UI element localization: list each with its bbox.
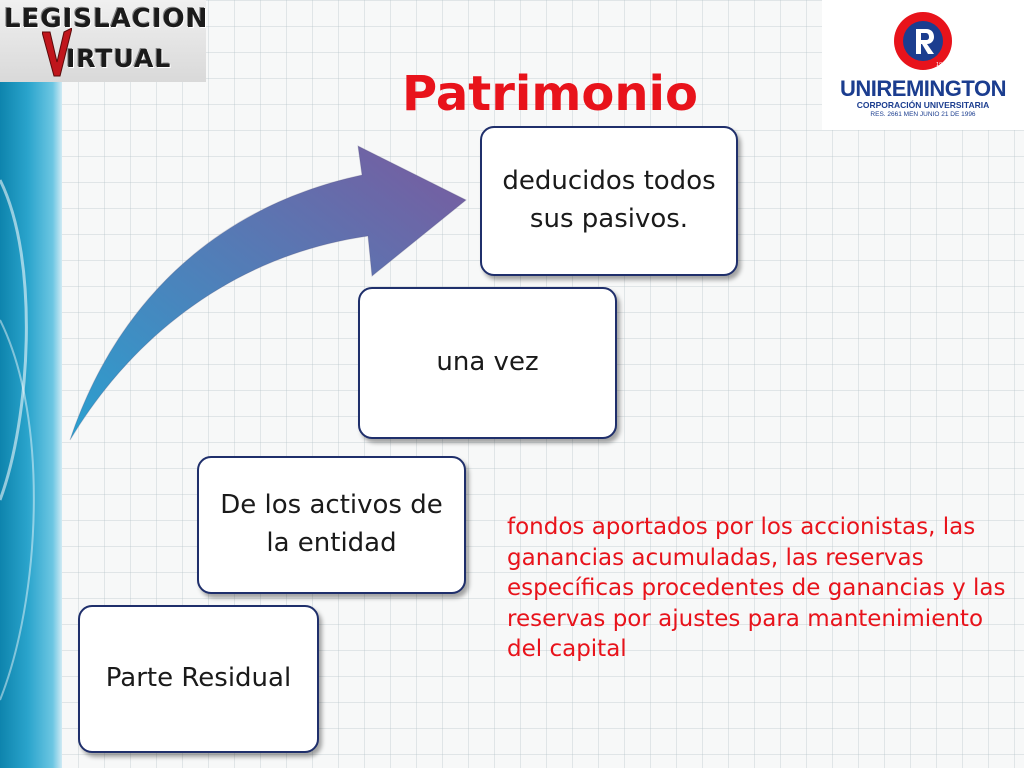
capital-components-note: fondos aportados por los accionistas, la…	[507, 514, 1006, 663]
logo-line-2: IRTUAL	[66, 44, 172, 73]
step-activos-entidad: De los activos de la entidad	[197, 456, 466, 594]
r-emblem-icon: 1915	[894, 12, 952, 70]
step-parte-residual: Parte Residual	[78, 605, 319, 753]
page-title: Patrimonio	[402, 66, 698, 122]
uniremington-resolution: RES. 2661 MEN JUNIO 21 DE 1996	[870, 111, 976, 118]
decorative-swoosh-icon	[0, 179, 35, 701]
side-decoration-bar	[0, 0, 62, 768]
logo-line-1: LEGISLACION	[4, 4, 209, 34]
uniremington-name: UNIREMINGTON	[840, 76, 1006, 101]
uniremington-logo: 1915 UNIREMINGTON CORPORACIÓN UNIVERSITA…	[822, 0, 1024, 130]
step-una-vez: una vez	[358, 287, 617, 439]
step-deducidos-pasivos: deducidos todos sus pasivos.	[480, 126, 738, 276]
legislacion-virtual-logo: LEGISLACION IRTUAL	[0, 0, 209, 82]
stylized-v-icon	[42, 28, 72, 77]
uniremington-subtitle: CORPORACIÓN UNIVERSITARIA	[856, 100, 990, 110]
emblem-year: 1915	[936, 62, 949, 68]
